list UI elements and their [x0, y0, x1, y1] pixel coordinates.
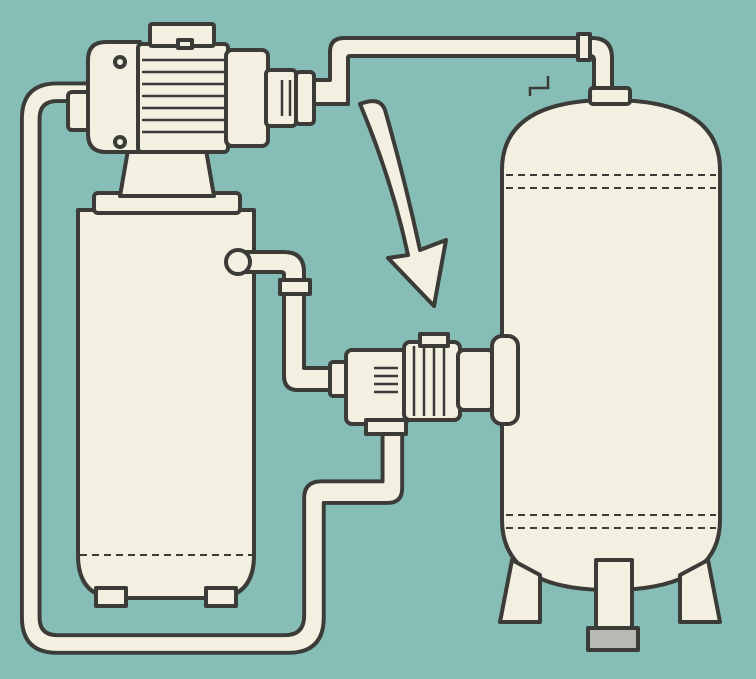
motor-cooling-fins [142, 58, 224, 134]
tank-to-pump-pipe [238, 250, 340, 392]
motor-pedestal [118, 148, 216, 198]
inline-pump-flange [490, 334, 520, 426]
pipe-collar [576, 32, 592, 62]
vessel-drain-base [586, 626, 640, 652]
gauge-mark [528, 76, 550, 96]
left-tank-foot-right [204, 586, 238, 608]
right-pressure-vessel [500, 98, 722, 592]
left-tank-foot-left [94, 586, 128, 608]
pipe-joint [278, 278, 312, 296]
vessel-top-nozzle [588, 86, 632, 106]
motor-outlet-flange [294, 70, 316, 126]
tank-outlet-nozzle [224, 248, 252, 276]
motor-front-housing [224, 48, 270, 148]
inline-pump-motor [402, 340, 462, 422]
inline-pump-cap [418, 332, 450, 348]
inline-pump-base [364, 418, 408, 436]
flow-arrow-icon [358, 99, 448, 308]
vessel-leg-left [498, 558, 542, 624]
inline-pump-grille [374, 366, 398, 394]
vessel-leg-right [678, 558, 722, 624]
vessel-drain-pipe [594, 558, 634, 634]
inline-pump-coupling [456, 348, 496, 412]
inline-pump-body [344, 348, 410, 426]
top-discharge-pipe [310, 36, 614, 106]
